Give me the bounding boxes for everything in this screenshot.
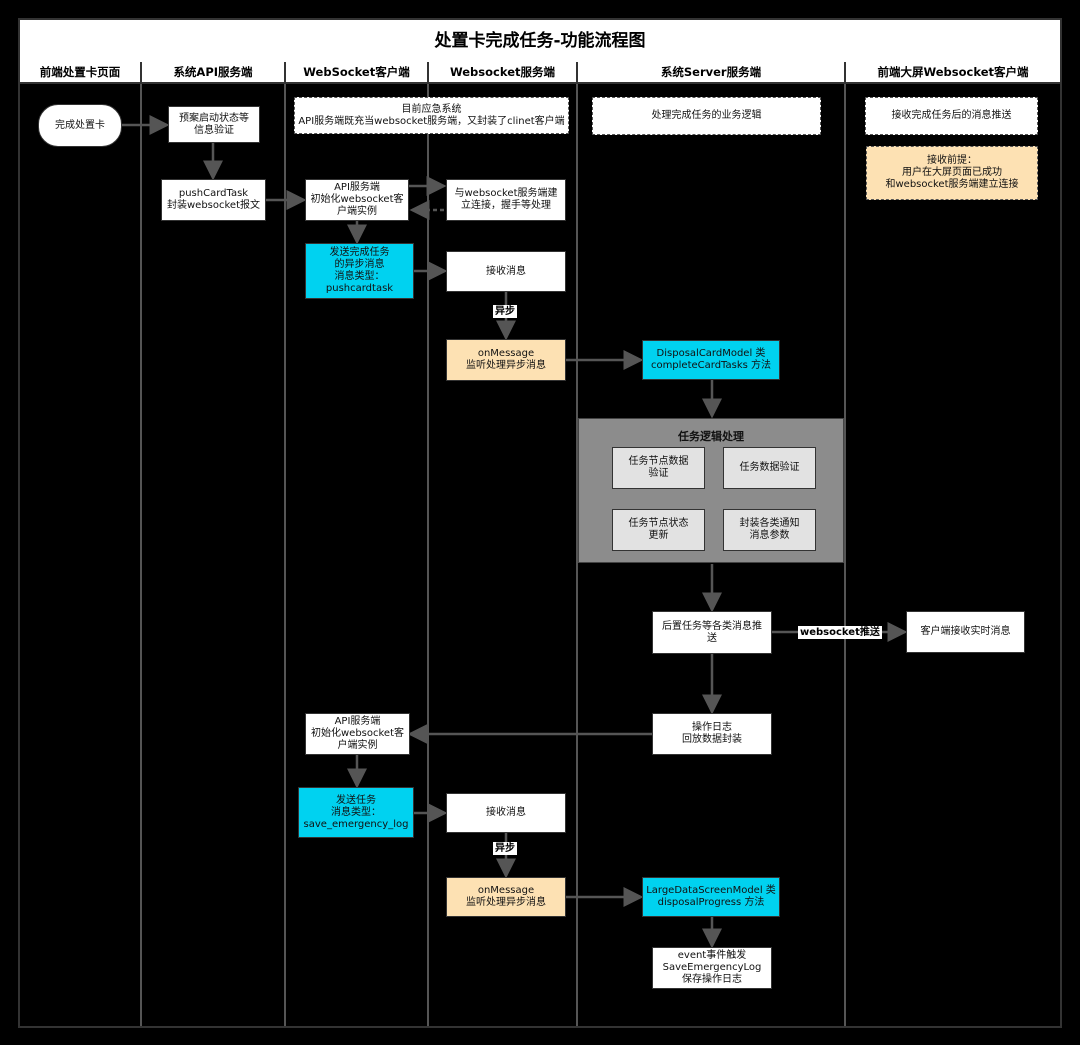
node-send-complete: 发送完成任务 的异步消息 消息类型： pushcardtask [305,243,414,299]
node-send-task: 发送任务 消息类型： save_emergency_log [298,787,414,838]
node-complete-card: 完成处置卡 [38,104,122,147]
lane-header-ws-server: Websocket服务端 [429,62,578,84]
node-post-push: 后置任务等各类消息推 送 [652,611,772,654]
node-system-note: 目前应急系统 API服务端既充当websocket服务端，又封装了clinet客… [294,97,569,134]
node-receive-push: 接收完成任务后的消息推送 [865,97,1038,135]
node-connect: 与websocket服务端建 立连接，握手等处理 [446,179,566,221]
node-onmessage-1: onMessage 监听处理异步消息 [446,339,566,381]
lane-header-frontend-card: 前端处置卡页面 [20,62,142,84]
node-task-node-update: 任务节点状态 更新 [612,509,705,551]
node-receive-2: 接收消息 [446,793,566,833]
node-push-card-task: pushCardTask 封装websocket报文 [161,179,266,221]
diagram-title: 处置卡完成任务-功能流程图 [20,20,1060,64]
node-onmessage-2: onMessage 监听处理异步消息 [446,877,566,917]
edge-label-async-2: 异步 [493,842,517,855]
node-large-screen-model: LargeDataScreenModel 类 disposalProgress … [642,877,780,917]
lane-header-screen-client: 前端大屏Websocket客户端 [846,62,1060,84]
lane-header-system-server: 系统Server服务端 [578,62,846,84]
task-logic-group-title: 任务逻辑处理 [678,430,744,443]
node-event-trigger: event事件触发 SaveEmergencyLog 保存操作日志 [652,947,772,989]
node-disposal-model: DisposalCardModel 类 completeCardTasks 方法 [642,340,780,380]
node-precondition: 接收前提： 用户在大屏页面已成功 和websocket服务端建立连接 [866,146,1038,200]
lane-api-server [142,84,286,1026]
node-api-init-1: API服务端 初始化websocket客 户端实例 [305,179,409,221]
lane-ws-client [286,84,429,1026]
node-op-log: 操作日志 回放数据封装 [652,713,772,755]
node-api-init-2: API服务端 初始化websocket客 户端实例 [305,713,410,755]
node-receive-1: 接收消息 [446,251,566,292]
node-task-data-validate: 任务数据验证 [723,447,816,489]
lane-header-api-server: 系统API服务端 [142,62,286,84]
lane-frontend-card [20,84,142,1026]
node-task-node-validate: 任务节点数据 验证 [612,447,705,489]
edge-label-async-1: 异步 [493,305,517,318]
node-plan-validate: 预案启动状态等 信息验证 [168,106,260,143]
node-server-logic: 处理完成任务的业务逻辑 [592,97,821,135]
node-package-notice: 封装各类通知 消息参数 [723,509,816,551]
edge-label-websocket-push: websocket推送 [798,626,882,639]
node-client-receive: 客户端接收实时消息 [906,611,1025,653]
lane-screen-client [846,84,1060,1026]
lane-header-ws-client: WebSocket客户端 [286,62,429,84]
